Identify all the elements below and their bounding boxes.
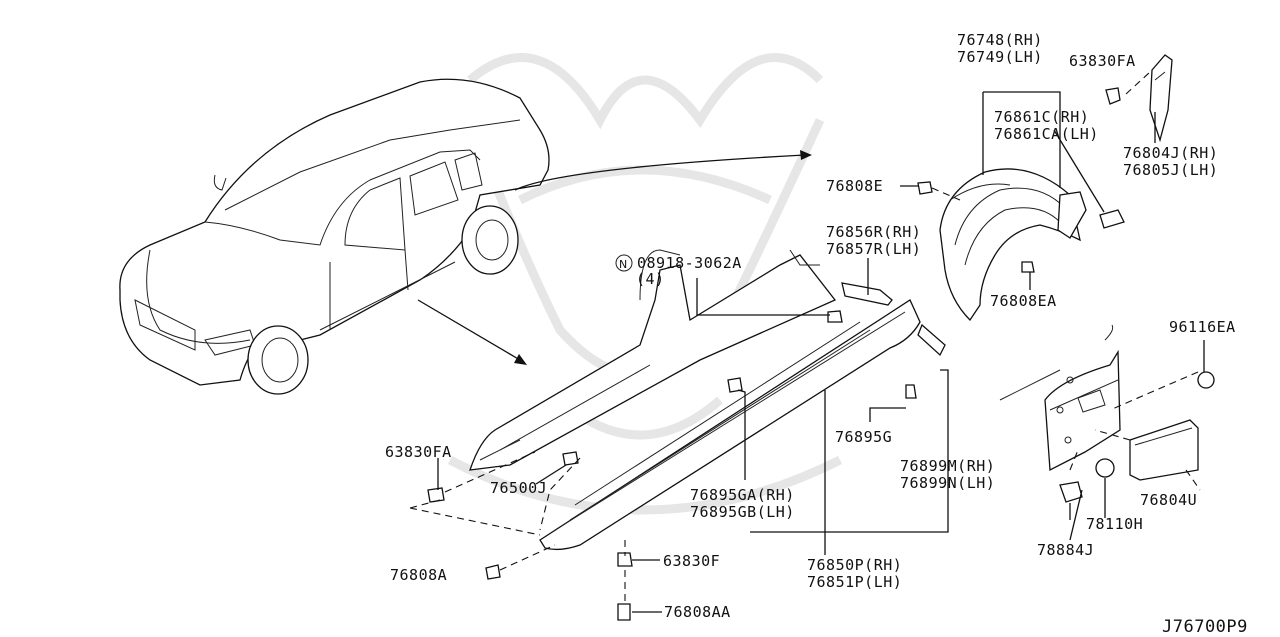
label-76500j: 76500J [490, 479, 547, 497]
label-76861c: 76861C(RH) [994, 108, 1089, 126]
car-illustration [119, 78, 550, 395]
label-78884j: 78884J [1037, 541, 1094, 559]
label-78110h: 78110H [1086, 515, 1143, 533]
label-76804j: 76804J(RH) [1123, 144, 1218, 162]
bracket-76804j [1149, 54, 1173, 143]
label-76895ga: 76895GA(RH) [690, 486, 795, 504]
panel-76804u [1129, 419, 1199, 481]
label-76808ea: 76808EA [990, 292, 1057, 310]
label-76857r: 76857R(LH) [826, 240, 921, 258]
label-76899m: 76899M(RH) [900, 457, 995, 475]
rear-panel [999, 324, 1121, 472]
label-76899n: 76899N(LH) [900, 474, 995, 492]
label-08918-qty: (4) [636, 270, 665, 288]
clips [427, 87, 1121, 621]
label-76805j: 76805J(LH) [1123, 161, 1218, 179]
circled-n-symbol [615, 254, 633, 272]
label-76895gb: 76895GB(LH) [690, 503, 795, 521]
label-76850p: 76850P(RH) [807, 556, 902, 574]
label-76851p: 76851P(LH) [807, 573, 902, 591]
label-08918-3062a: 08918-3062A [637, 254, 742, 272]
arrow-to-fender [514, 154, 806, 191]
leader-lines [409, 71, 1205, 613]
label-76895g: 76895G [835, 428, 892, 446]
label-76808a: 76808A [390, 566, 447, 584]
label-63830fa-left: 63830FA [385, 443, 452, 461]
label-76808e: 76808E [826, 177, 883, 195]
plug-78110h [1095, 458, 1115, 478]
label-76804u: 76804U [1140, 491, 1197, 509]
grommet-96116ea [1197, 371, 1215, 389]
label-96116ea: 96116EA [1169, 318, 1236, 336]
rear-fender-protector [939, 168, 1125, 322]
diagram-code: J76700P9 [1162, 617, 1248, 637]
side-sill-molding [469, 249, 921, 551]
label-76861ca: 76861CA(LH) [994, 125, 1099, 143]
label-76856r: 76856R(RH) [826, 223, 921, 241]
circled-n-letter: N [619, 258, 627, 271]
label-76748: 76748(RH) [957, 31, 1043, 49]
label-63830fa-top: 63830FA [1069, 52, 1136, 70]
arrow-to-sill [417, 299, 521, 361]
label-63830f: 63830F [663, 552, 720, 570]
arrow-head-fender [800, 150, 812, 160]
label-76808aa: 76808AA [664, 603, 731, 621]
arrow-head-sill [514, 354, 527, 365]
label-76749: 76749(LH) [957, 48, 1043, 66]
